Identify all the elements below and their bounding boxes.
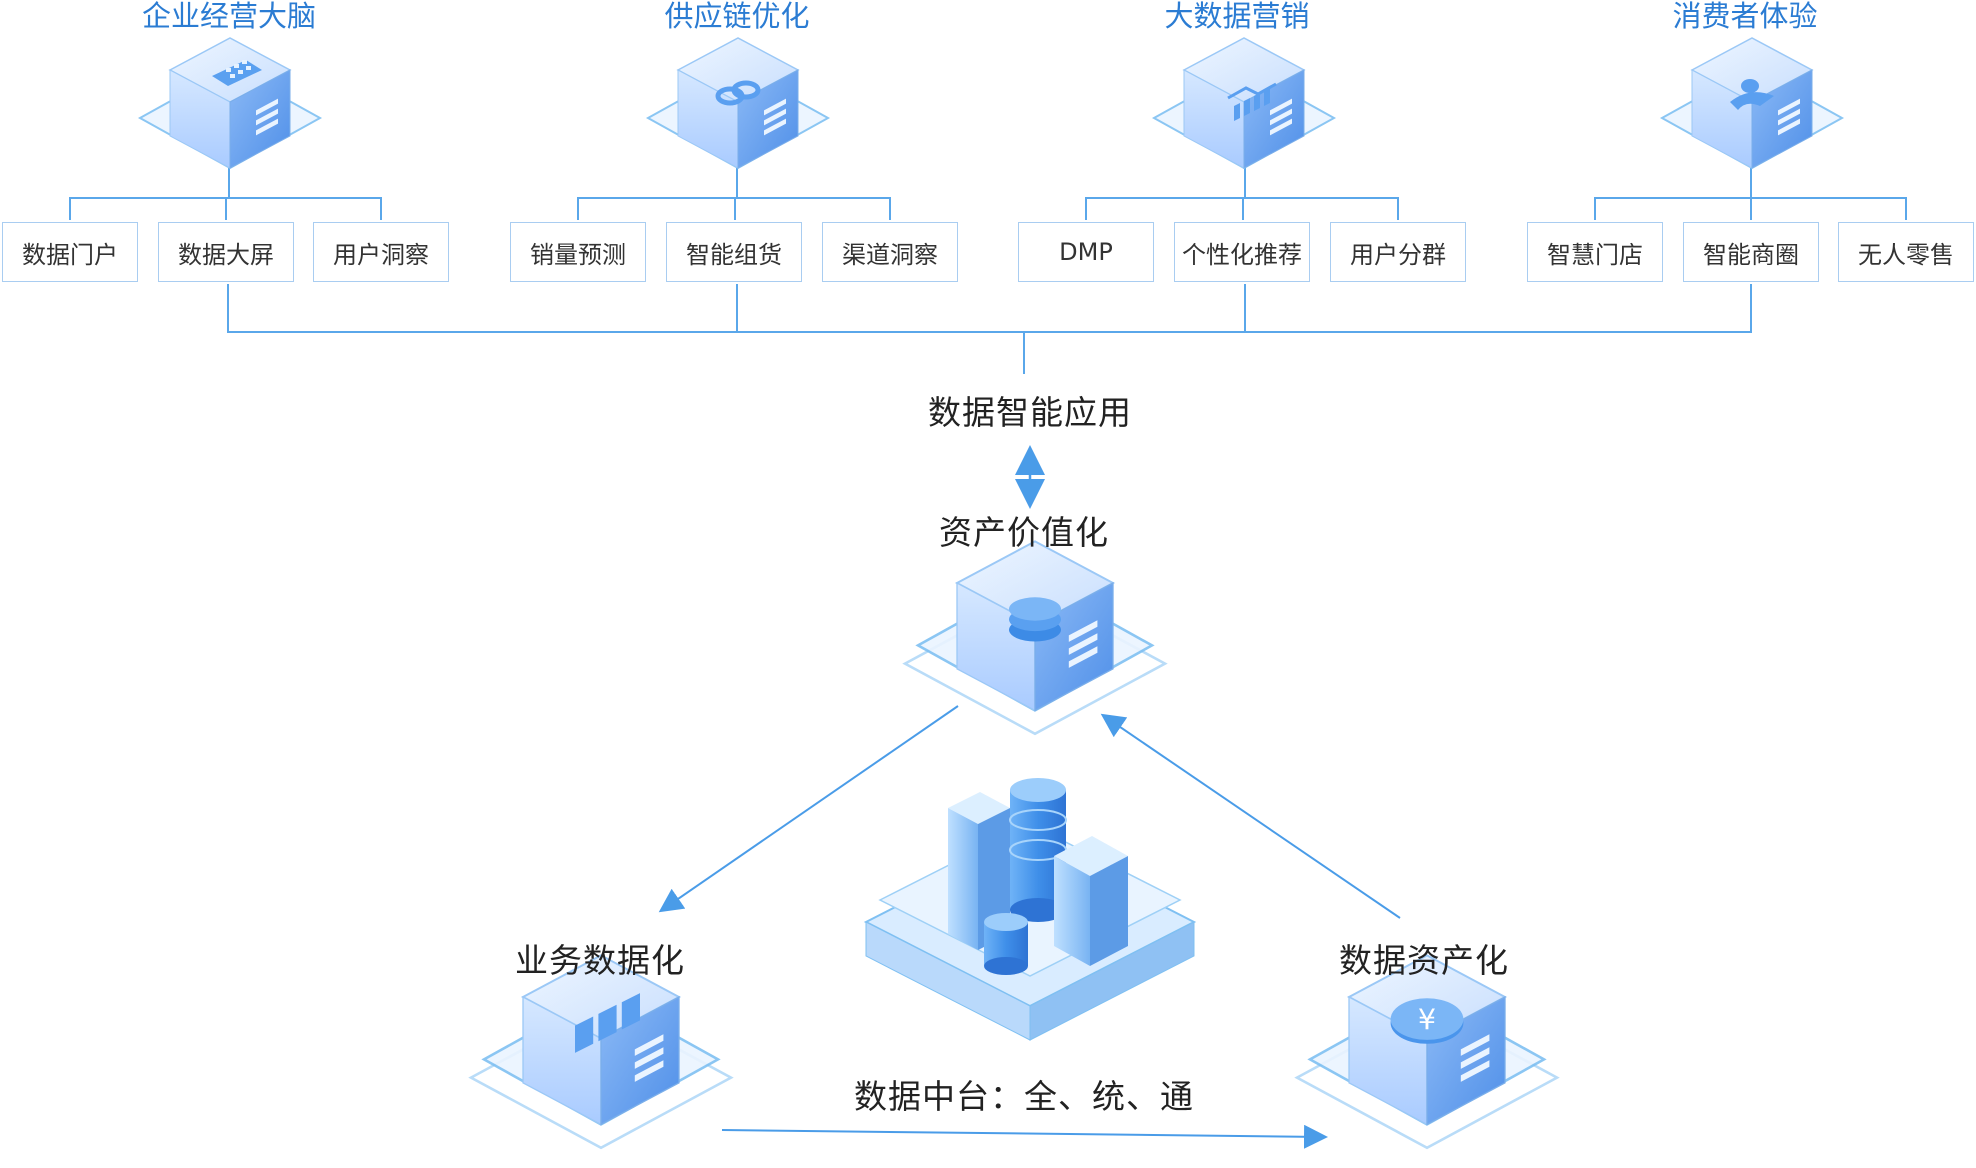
yen-coin-icon: ¥	[1294, 954, 1560, 1150]
sub-box-personalized-recommendation: 个性化推荐	[1174, 222, 1310, 282]
sub-box-unmanned-retail: 无人零售	[1838, 222, 1974, 282]
sub-box-sales-forecast: 销量预测	[510, 222, 646, 282]
sub-box-smart-assortment: 智能组货	[666, 222, 802, 282]
svg-text:¥: ¥	[1418, 1003, 1436, 1037]
arrow-value-to-business	[658, 705, 959, 913]
label-data-intelligence-application: 数据智能应用	[928, 393, 1132, 432]
server-rack-icon	[468, 954, 734, 1150]
sub-box-dmp: DMP	[1018, 222, 1154, 282]
category-title-2: 供应链优化	[664, 0, 810, 33]
category-title-1: 企业经营大脑	[141, 0, 317, 33]
sub-box-data-portal: 数据门户	[2, 222, 138, 282]
sub-box-user-insight: 用户洞察	[313, 222, 449, 282]
label-data-platform: 数据中台：全、统、通	[854, 1077, 1194, 1116]
arrow-business-to-asset	[721, 1124, 1328, 1149]
sub-box-data-screen: 数据大屏	[158, 222, 294, 282]
label-business-datafication: 业务数据化	[515, 941, 685, 980]
sub-box-smart-district: 智能商圈	[1683, 222, 1819, 282]
sub-box-channel-insight: 渠道洞察	[822, 222, 958, 282]
user-icon	[1661, 37, 1843, 169]
top-connectors	[69, 162, 1907, 374]
data-center-icon	[863, 778, 1197, 1041]
coin-stack-icon	[902, 540, 1168, 736]
bar-chart-icon	[1153, 37, 1335, 169]
category-title-3: 大数据营销	[1164, 0, 1310, 33]
sub-box-user-segmentation: 用户分群	[1330, 222, 1466, 282]
building-icon	[139, 37, 321, 169]
chain-link-icon	[647, 37, 829, 169]
label-data-assetization: 数据资产化	[1339, 941, 1509, 980]
arrow-asset-to-value	[1100, 713, 1401, 919]
sub-box-smart-store: 智慧门店	[1527, 222, 1663, 282]
category-title-4: 消费者体验	[1672, 0, 1818, 33]
label-asset-valuation: 资产价值化	[939, 513, 1109, 552]
